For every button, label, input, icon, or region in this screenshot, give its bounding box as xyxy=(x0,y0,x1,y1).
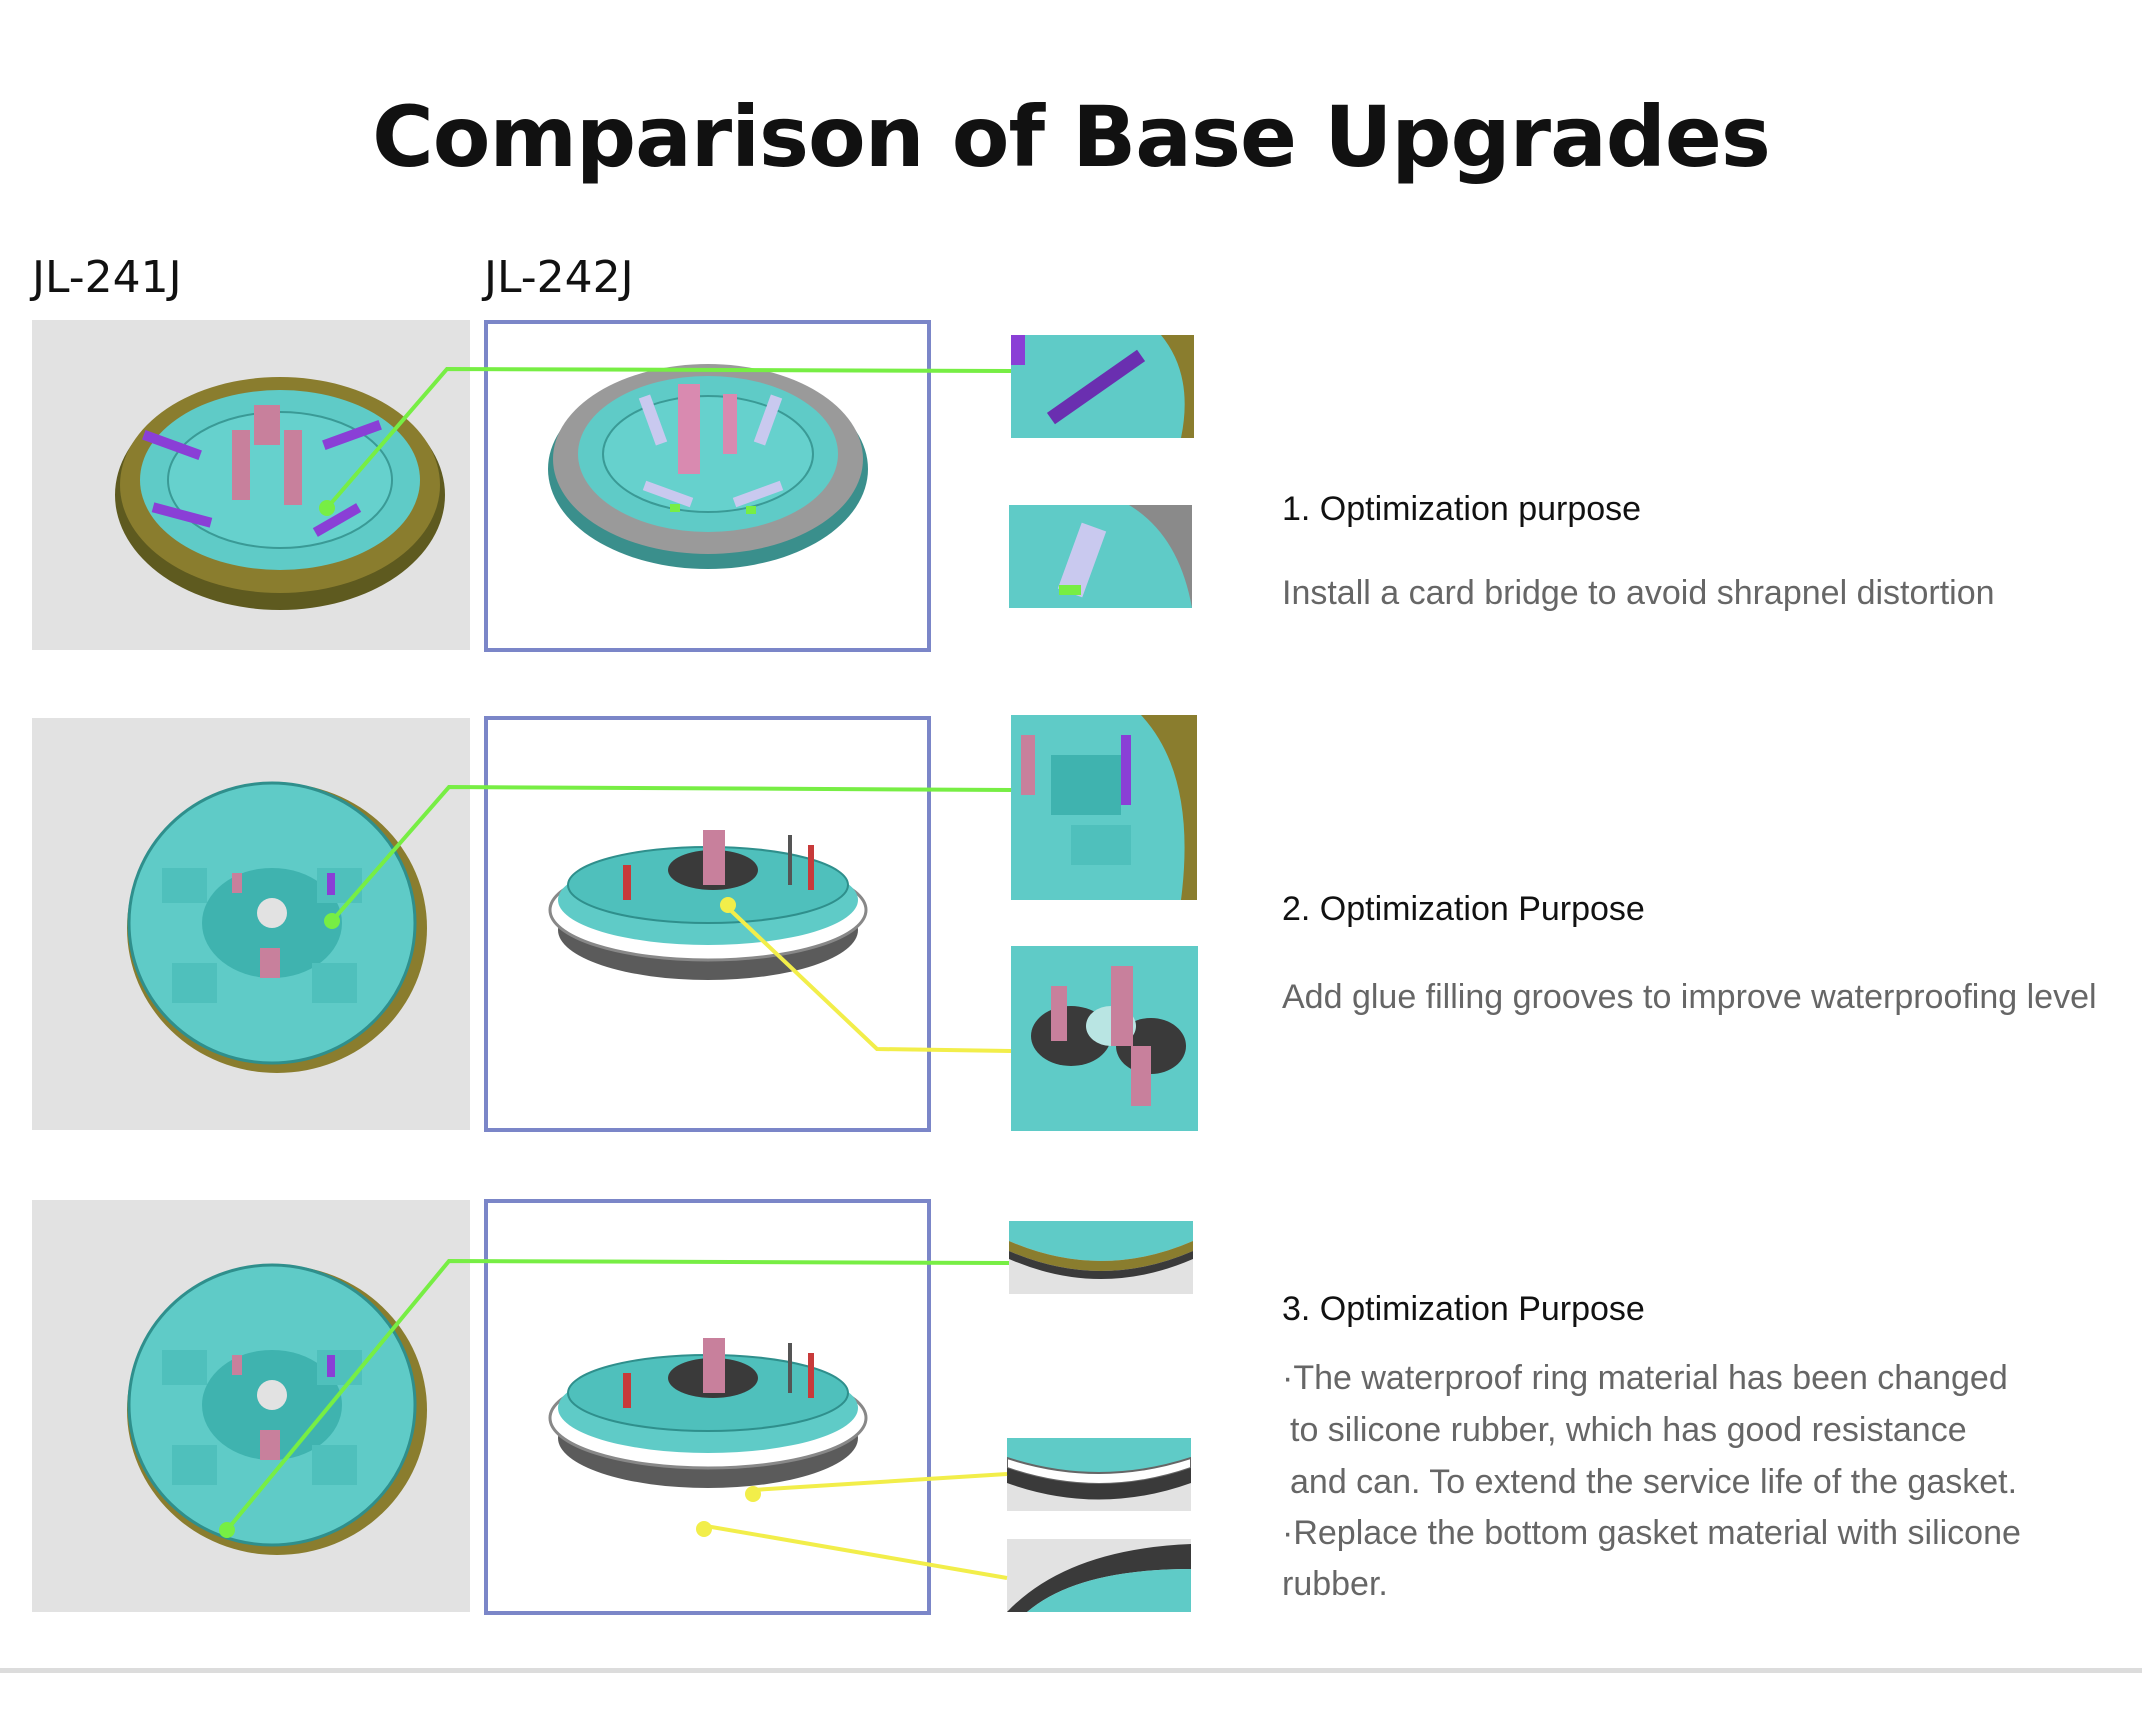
page-title: Comparison of Base Upgrades xyxy=(372,88,1771,186)
new-base-top-view-illustration xyxy=(548,364,868,569)
row-2-heading: 2. Optimization Purpose xyxy=(1282,890,1645,928)
row-3-bullet-line-1: ·The waterproof ring material has been c… xyxy=(1282,1359,2008,1397)
row-2-description: Add glue filling grooves to improve wate… xyxy=(1282,978,2097,1016)
detail-thumb-3a xyxy=(1009,1221,1193,1294)
new-base-image-3 xyxy=(484,1199,931,1615)
glue-groove-detail-illustration xyxy=(1011,946,1198,1131)
new-base-side-view-illustration-1 xyxy=(548,830,868,980)
shrapnel-detail-illustration xyxy=(1009,505,1192,608)
row-1-heading: 1. Optimization purpose xyxy=(1282,490,1642,528)
row-3-bullet-line-2: to silicone rubber, which has good resis… xyxy=(1290,1411,1967,1449)
card-bridge-detail-illustration xyxy=(1011,335,1194,438)
detail-thumb-1a xyxy=(1011,335,1194,438)
gasket-ring-detail-illustration xyxy=(1009,1221,1193,1294)
terminal-detail-illustration xyxy=(1011,715,1197,900)
detail-thumb-2a xyxy=(1011,715,1197,900)
row-3-bullet-line-5: rubber. xyxy=(1282,1565,1388,1603)
old-base-image-3 xyxy=(32,1200,470,1612)
row-3-bullet-line-3: and can. To extend the service life of t… xyxy=(1290,1463,2018,1501)
new-base-image-2 xyxy=(484,716,931,1132)
model-label-new: JL-242J xyxy=(484,252,634,303)
silicone-ring-detail-illustration xyxy=(1007,1438,1191,1511)
detail-thumb-3c xyxy=(1007,1539,1191,1612)
footer-divider xyxy=(0,1668,2142,1673)
old-base-bottom-view-illustration xyxy=(127,781,427,1073)
row-3-bullet-line-4: ·Replace the bottom gasket material with… xyxy=(1282,1514,2021,1552)
row-1-description: Install a card bridge to avoid shrapnel … xyxy=(1282,574,1995,612)
old-base-image-2 xyxy=(32,718,470,1130)
old-base-bottom-view-illustration-2 xyxy=(127,1263,427,1555)
old-base-image-1 xyxy=(32,320,470,650)
row-3-heading: 3. Optimization Purpose xyxy=(1282,1290,1645,1328)
detail-thumb-1b xyxy=(1009,505,1192,608)
new-base-image-1 xyxy=(484,320,931,652)
model-label-old: JL-241J xyxy=(32,252,182,303)
new-base-side-view-illustration-2 xyxy=(548,1338,868,1537)
detail-thumb-2b xyxy=(1011,946,1198,1131)
detail-thumb-3b xyxy=(1007,1438,1191,1511)
old-base-top-view-illustration xyxy=(115,377,445,610)
bottom-gasket-detail-illustration xyxy=(1007,1539,1191,1612)
